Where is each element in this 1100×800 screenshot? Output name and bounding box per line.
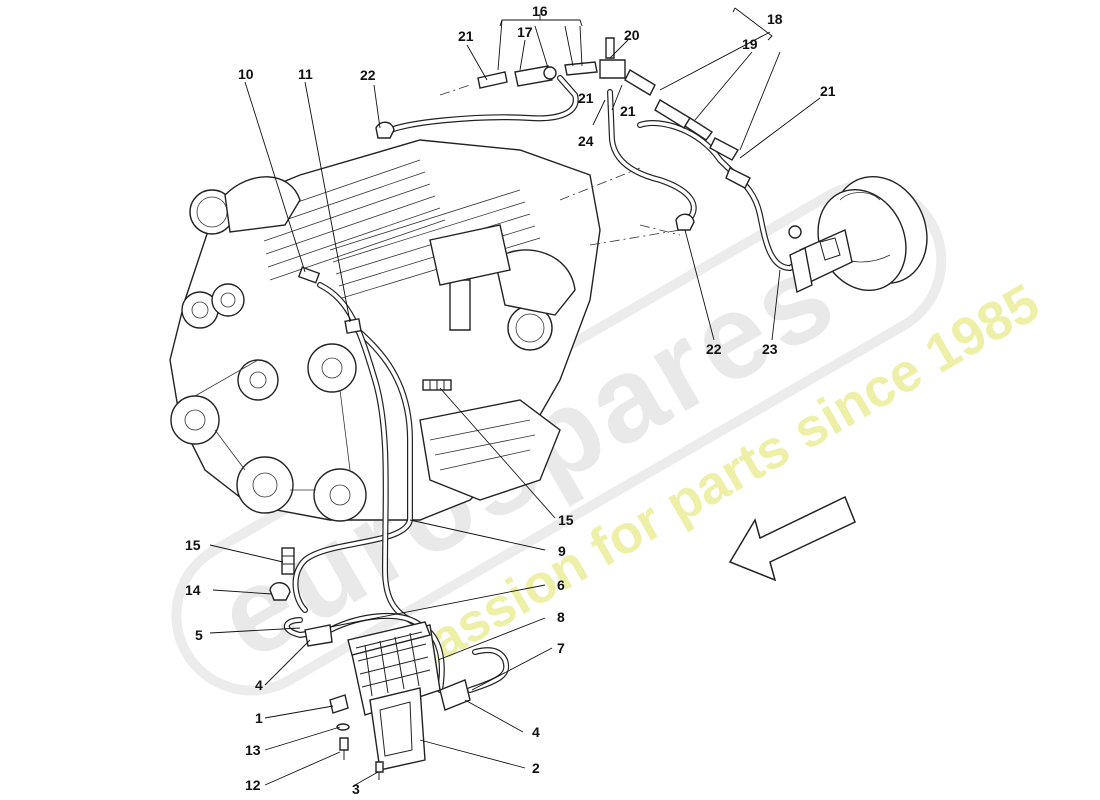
callout-13: 13 xyxy=(245,742,261,758)
callout-12: 12 xyxy=(245,777,261,793)
callout-15a: 15 xyxy=(558,512,574,528)
callout-23: 23 xyxy=(762,341,778,357)
callout-19: 19 xyxy=(742,36,758,52)
callout-22b: 22 xyxy=(706,341,722,357)
callout-9: 9 xyxy=(558,543,566,559)
callout-10: 10 xyxy=(238,66,254,82)
brace-18 xyxy=(732,7,773,41)
callout-17: 17 xyxy=(517,24,533,40)
callout-21a: 21 xyxy=(458,28,474,44)
callout-3: 3 xyxy=(352,781,360,797)
callout-16: 16 xyxy=(532,3,548,19)
brake-booster xyxy=(788,175,928,294)
reference-lines xyxy=(439,84,681,246)
callout-5: 5 xyxy=(195,627,203,643)
canister-grid xyxy=(355,631,431,697)
callout-21b: 21 xyxy=(578,90,594,106)
leader-lines xyxy=(209,19,821,786)
callout-2: 2 xyxy=(532,760,540,776)
callout-22a: 22 xyxy=(360,67,376,83)
callout-21d: 21 xyxy=(820,83,836,99)
callout-20: 20 xyxy=(624,27,640,43)
callout-11: 11 xyxy=(298,66,313,82)
callout-15b: 15 xyxy=(185,537,201,553)
callout-24: 24 xyxy=(578,133,594,149)
callout-4b: 4 xyxy=(532,724,540,740)
callout-1: 1 xyxy=(255,710,263,726)
callout-7: 7 xyxy=(557,640,565,656)
callout-4a: 4 xyxy=(255,677,263,693)
callouts: 16 21 17 21 20 18 19 21 21 24 22 10 11 2… xyxy=(185,3,836,797)
engine-assembly xyxy=(169,139,601,522)
brace-16 xyxy=(499,14,583,27)
callout-18: 18 xyxy=(767,11,783,27)
callout-14: 14 xyxy=(185,582,201,598)
direction-arrow xyxy=(728,495,856,582)
canister-assembly xyxy=(329,621,441,780)
callout-6: 6 xyxy=(557,577,565,593)
callout-8: 8 xyxy=(557,609,565,625)
fittings xyxy=(269,37,751,711)
callout-21c: 21 xyxy=(620,103,636,119)
